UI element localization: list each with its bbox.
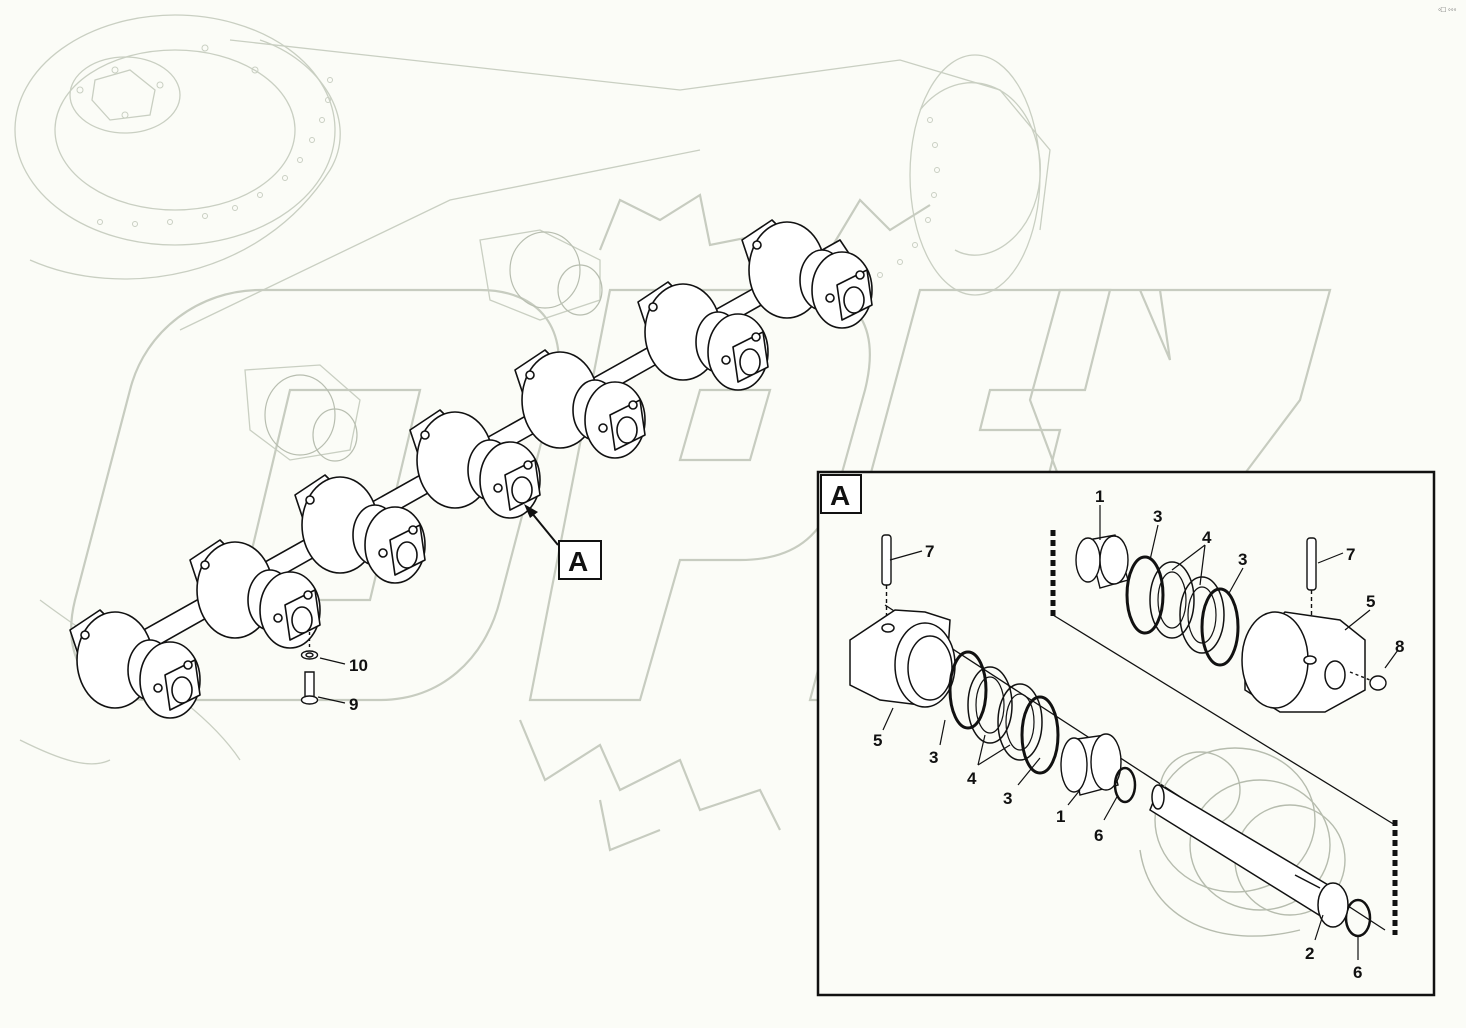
oring-6-middle	[1113, 766, 1137, 804]
part-number-7-left: 7	[925, 542, 934, 561]
bushing-1-lower	[1060, 733, 1122, 796]
background-frame-outline	[14, 14, 1051, 765]
part-number-2: 2	[1305, 944, 1314, 963]
plug-8	[1349, 671, 1387, 691]
part-number-6-middle: 6	[1094, 826, 1103, 845]
bracket-5-right	[1241, 611, 1366, 713]
roller	[294, 474, 426, 584]
part-number-5-left: 5	[873, 731, 882, 750]
callout-label: A	[568, 546, 588, 577]
detail-label: A	[830, 480, 850, 511]
roller	[69, 609, 201, 719]
roller	[637, 281, 769, 391]
part-number-8: 8	[1395, 637, 1404, 656]
callout-leader	[530, 511, 559, 546]
part-number-1-lower: 1	[1056, 807, 1065, 826]
part-number-4-lower: 4	[967, 769, 977, 788]
part-number-9: 9	[349, 695, 358, 714]
bracket-5-left	[849, 609, 956, 708]
callout-arrowhead	[524, 504, 538, 518]
pin-7-right	[1306, 537, 1317, 655]
callout-box	[558, 540, 602, 580]
washer-10	[300, 650, 319, 660]
roller	[189, 539, 321, 649]
roller	[409, 409, 541, 519]
part-number-3-lower-a: 3	[929, 748, 938, 767]
part-number-3-upper-b: 3	[1238, 550, 1247, 569]
shaft-2	[1149, 783, 1349, 928]
part-number-4-upper: 4	[1202, 528, 1212, 547]
part-number-3-lower-b: 3	[1003, 789, 1012, 808]
leader-10	[319, 657, 346, 665]
part-number-3-upper-a: 3	[1153, 507, 1162, 526]
corner-code: ◦□ ◦◦◦	[1438, 5, 1457, 14]
bushing-1-upper	[1075, 534, 1129, 589]
part-number-1-upper: 1	[1095, 487, 1104, 506]
part-number-5-right: 5	[1366, 592, 1375, 611]
rollers-assembly	[69, 219, 873, 719]
part-number-6-end: 6	[1353, 963, 1362, 982]
detail-label-box	[820, 474, 862, 514]
background-rollers	[264, 231, 603, 462]
seal-rings-lower	[948, 650, 1060, 775]
bolt-9	[300, 632, 319, 705]
part-number-10: 10	[349, 656, 368, 675]
leader-9	[317, 696, 346, 704]
part-number-7-right: 7	[1346, 545, 1355, 564]
background-bolt-holes	[76, 44, 940, 278]
detail-leaders	[882, 505, 1399, 960]
seal-rings-upper	[1125, 555, 1240, 667]
roller	[514, 349, 646, 459]
roller	[741, 219, 873, 329]
